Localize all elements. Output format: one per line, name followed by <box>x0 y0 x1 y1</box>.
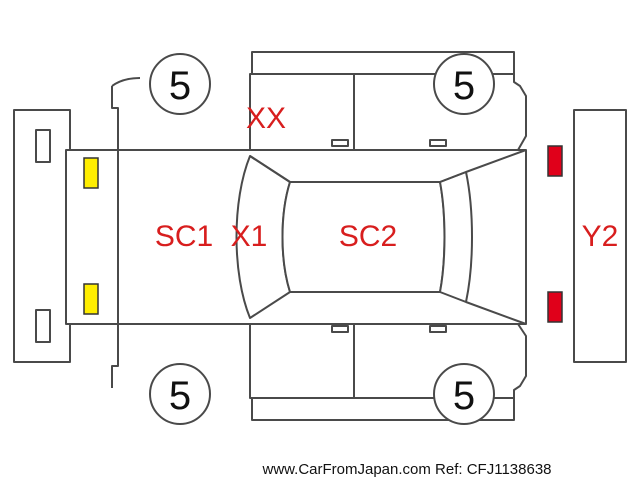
rear-right-indicator <box>547 291 563 323</box>
tire-front-right: 5 <box>149 363 211 425</box>
rear-bumper <box>573 109 627 363</box>
tire-front-left-rating: 5 <box>169 64 191 108</box>
tire-rear-left-rating: 5 <box>453 64 475 108</box>
front-view <box>13 109 71 363</box>
rear-view <box>573 109 627 363</box>
top-plan-view <box>65 149 527 325</box>
bottom-body-outline <box>111 323 527 399</box>
rear-window <box>439 171 473 303</box>
damage-code-roof-edge: XX <box>246 102 286 135</box>
damage-code-roof: SC2 <box>339 220 397 253</box>
footer-reference: www.CarFromJapan.com Ref: CFJ1138638 <box>262 461 552 478</box>
top-body-outline <box>111 73 527 151</box>
front-left-indicator <box>83 157 99 189</box>
tire-front-right-rating: 5 <box>169 374 191 418</box>
front-right-indicator <box>83 283 99 315</box>
damage-code-hood-right: X1 <box>231 220 268 253</box>
damage-code-rear: Y2 <box>582 220 619 253</box>
rear-left-indicator <box>547 145 563 177</box>
damage-code-hood-left: SC1 <box>155 220 213 253</box>
tire-rear-right: 5 <box>433 363 495 425</box>
tire-front-left: 5 <box>149 53 211 115</box>
tire-rear-left: 5 <box>433 53 495 115</box>
tire-rear-right-rating: 5 <box>453 374 475 418</box>
